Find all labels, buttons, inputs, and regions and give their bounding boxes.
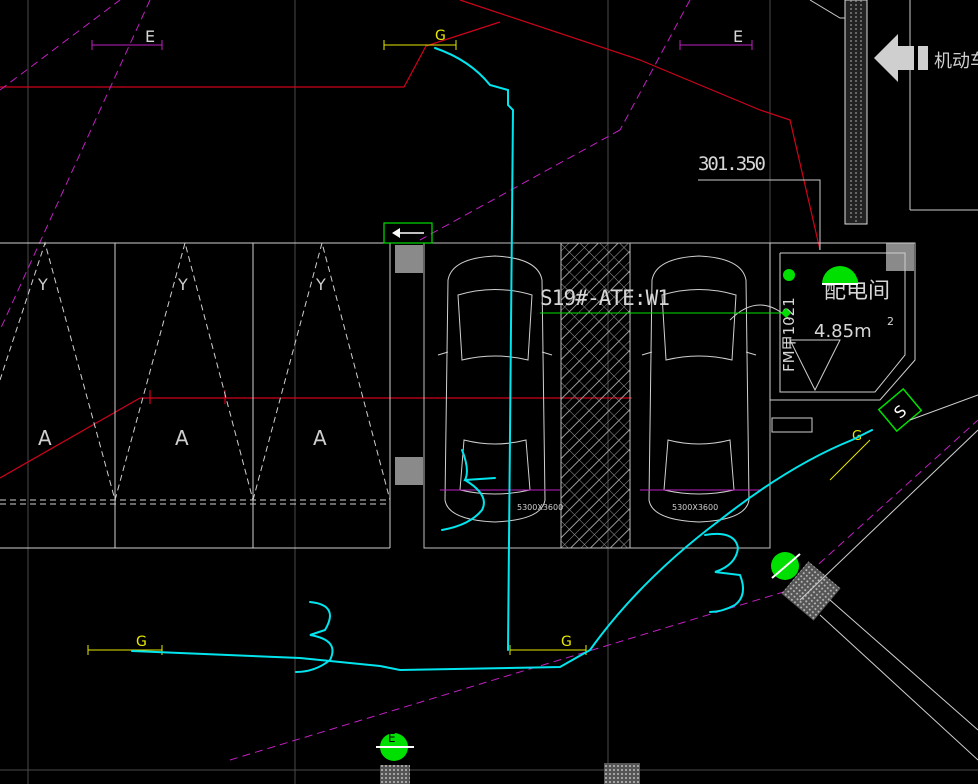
cyan-cable-routes <box>131 47 873 673</box>
room-area-label: 4.85m <box>814 321 872 342</box>
exit-light-icon-bottom: E <box>376 731 414 761</box>
parking-size-label-1: 5300X3600 <box>517 503 563 512</box>
fire-door-label: FM甲1021 <box>780 297 798 372</box>
red-wiring <box>0 0 821 479</box>
bottom-line-markers <box>87 439 871 655</box>
room-area-superscript: 2 <box>887 315 894 328</box>
magenta-dashed-lines <box>0 0 978 761</box>
exit-sign-icon <box>383 222 433 244</box>
structural-columns <box>380 243 914 784</box>
line-label-g-2: G <box>136 634 147 650</box>
line-label-g-1: G <box>435 28 446 44</box>
svg-text:Y: Y <box>177 275 188 294</box>
circuit-tag-label: S19#-ATE:W1 <box>540 286 670 310</box>
svg-text:S: S <box>890 401 910 422</box>
svg-text:A: A <box>175 426 189 450</box>
arrow-left-icon <box>874 34 914 82</box>
parking-grid-left <box>0 241 391 549</box>
direction-sign: 机动车 <box>874 34 978 82</box>
light-fixture-icon <box>783 269 795 281</box>
svg-text:A: A <box>38 426 52 450</box>
exit-light-icon-right <box>771 552 801 580</box>
line-label-e-2: E <box>733 27 743 46</box>
vertical-pipe <box>809 0 978 225</box>
circuit-tag-node <box>781 308 791 318</box>
car-outline-2 <box>640 255 760 523</box>
emergency-light-icon <box>822 266 858 284</box>
parking-size-label-2: 5300X3600 <box>672 503 718 512</box>
car-outline-1 <box>437 255 560 523</box>
svg-text:A: A <box>313 426 327 450</box>
top-line-markers <box>91 40 753 50</box>
direction-sign-text: 机动车 <box>934 51 978 72</box>
distribution-room <box>729 242 916 433</box>
diagonal-wall <box>799 394 978 761</box>
line-label-e-1: E <box>145 27 155 46</box>
svg-text:E: E <box>388 731 396 745</box>
line-label-g-3: G <box>561 634 572 650</box>
svg-text:Y: Y <box>37 275 48 294</box>
svg-text:Y: Y <box>315 275 326 294</box>
parking-bays-right <box>423 242 771 549</box>
parking-space-letters: A A A Y Y Y <box>37 275 327 450</box>
elevation-label: 301.350 <box>698 153 766 175</box>
junction-box-icon: S <box>877 387 923 433</box>
elevation-marker: 301.350 <box>698 153 821 250</box>
